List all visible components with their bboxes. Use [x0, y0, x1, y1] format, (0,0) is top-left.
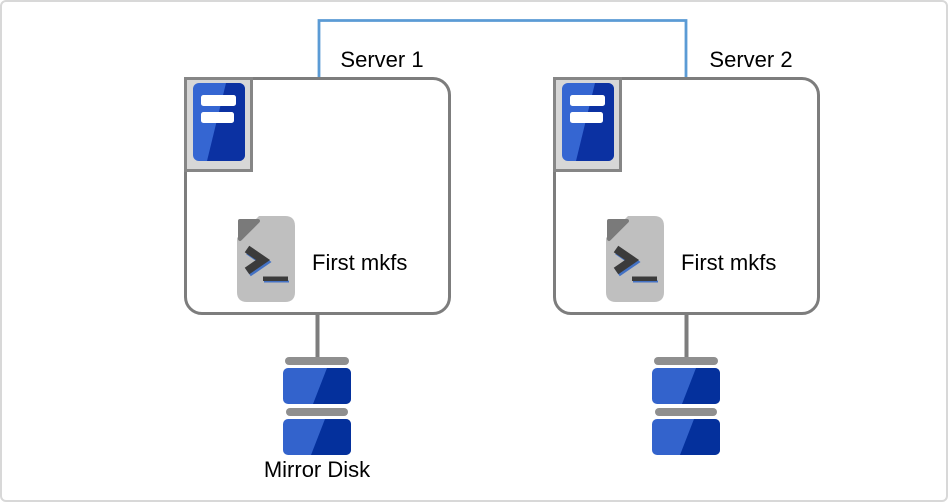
server2-script-label: First mkfs: [681, 250, 777, 275]
mirror-disk-label: Mirror Disk: [263, 457, 371, 482]
disk-icon: [652, 357, 720, 460]
server2-icon-frame: [553, 77, 622, 172]
server1-group: Server 1 First: [184, 48, 451, 497]
terminal-script-icon: [234, 214, 298, 309]
server2-group: Server 2 First: [553, 48, 820, 497]
mirror-disk-icon: [283, 357, 351, 460]
server-tower-icon: [561, 83, 614, 166]
server1-icon-frame: [184, 77, 253, 172]
server1-script-label: First mkfs: [312, 250, 408, 275]
server1-label: Server 1: [340, 47, 424, 72]
server-tower-icon: [192, 83, 245, 166]
terminal-script-icon: [603, 214, 667, 309]
server2-label: Server 2: [709, 47, 793, 72]
